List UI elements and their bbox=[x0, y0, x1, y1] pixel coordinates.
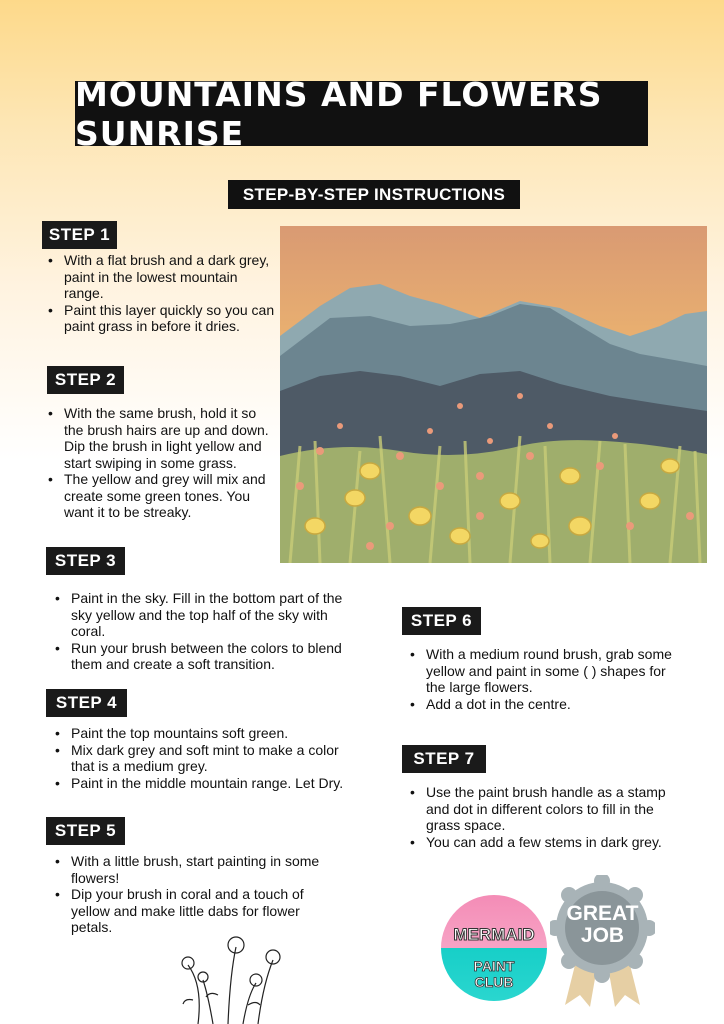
list-item: Add a dot in the centre. bbox=[410, 696, 682, 713]
step-3-list: Paint in the sky. Fill in the bottom par… bbox=[55, 590, 360, 673]
step-5-list: With a little brush, start painting in s… bbox=[55, 853, 330, 936]
step-7-list: Use the paint brush handle as a stamp an… bbox=[410, 784, 690, 850]
list-item: Mix dark grey and soft mint to make a co… bbox=[55, 742, 355, 775]
painting-image bbox=[280, 226, 707, 563]
list-item: Dip your brush in coral and a touch of y… bbox=[55, 886, 330, 936]
flowers bbox=[304, 458, 680, 549]
step-6-badge: STEP 6 bbox=[402, 607, 481, 635]
subtitle: STEP-BY-STEP INSTRUCTIONS bbox=[228, 180, 520, 209]
list-item: Run your brush between the colors to ble… bbox=[55, 640, 360, 673]
logo-line-2: PAINT bbox=[473, 958, 515, 975]
step-1-badge: STEP 1 bbox=[42, 221, 117, 249]
list-item: Paint this layer quickly so you can pain… bbox=[48, 302, 276, 335]
step-1-list: With a flat brush and a dark grey, paint… bbox=[48, 252, 276, 335]
list-item: Paint in the sky. Fill in the bottom par… bbox=[55, 590, 360, 640]
step-3-badge: STEP 3 bbox=[46, 547, 125, 575]
step-7-badge: STEP 7 bbox=[402, 745, 486, 773]
award-text: GREAT JOB bbox=[560, 903, 645, 947]
list-item: You can add a few stems in dark grey. bbox=[410, 834, 690, 851]
logo-line-3: CLUB bbox=[474, 974, 514, 991]
list-item: With the same brush, hold it so the brus… bbox=[48, 405, 276, 471]
step-4-list: Paint the top mountains soft green. Mix … bbox=[55, 725, 355, 791]
list-item: Paint in the middle mountain range. Let … bbox=[55, 775, 355, 792]
mermaid-paint-club-logo: MERMAID PAINT CLUB bbox=[441, 895, 547, 1001]
list-item: Use the paint brush handle as a stamp an… bbox=[410, 784, 690, 834]
list-item: The yellow and grey will mix and create … bbox=[48, 471, 276, 521]
step-6-list: With a medium round brush, grab some yel… bbox=[410, 646, 682, 712]
step-4-badge: STEP 4 bbox=[46, 689, 127, 717]
page-title: MOUNTAINS AND FLOWERS SUNRISE bbox=[75, 75, 648, 153]
list-item: Paint the top mountains soft green. bbox=[55, 725, 355, 742]
step-5-badge: STEP 5 bbox=[46, 817, 125, 845]
award-line-2: JOB bbox=[580, 924, 625, 947]
list-item: With a little brush, start painting in s… bbox=[55, 853, 330, 886]
coral-dabs bbox=[296, 393, 694, 550]
logo-line-1: MERMAID bbox=[453, 925, 535, 945]
list-item: With a flat brush and a dark grey, paint… bbox=[48, 252, 276, 302]
list-item: With a medium round brush, grab some yel… bbox=[410, 646, 682, 696]
step-2-badge: STEP 2 bbox=[47, 366, 124, 394]
award-line-1: GREAT bbox=[566, 902, 639, 925]
award-ribbon-icon bbox=[550, 875, 655, 1007]
step-2-list: With the same brush, hold it so the brus… bbox=[48, 405, 276, 521]
flower-doodle-icon bbox=[181, 936, 281, 1024]
